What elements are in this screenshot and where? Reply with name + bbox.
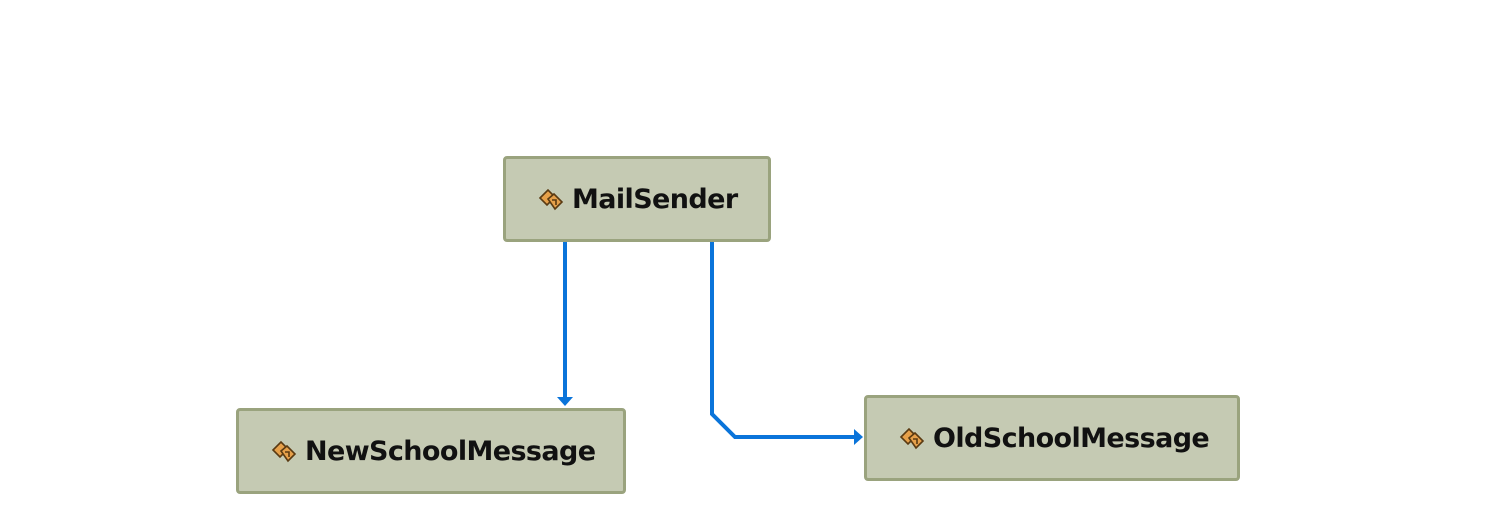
class-icon [899, 425, 925, 451]
arrowhead-icon [854, 429, 863, 445]
edge-mailsender-newschool[interactable] [557, 242, 573, 406]
class-node-mailsender[interactable]: MailSender [503, 156, 771, 242]
class-name: NewSchoolMessage [305, 435, 596, 467]
class-name: MailSender [572, 183, 738, 215]
class-name: OldSchoolMessage [933, 422, 1210, 454]
class-node-newschoolmessage[interactable]: NewSchoolMessage [236, 408, 626, 494]
arrowhead-icon [557, 397, 573, 406]
edge-line [710, 242, 855, 439]
class-icon [538, 186, 564, 212]
edge-mailsender-oldschool[interactable] [710, 242, 863, 445]
class-icon [271, 438, 297, 464]
class-node-oldschoolmessage[interactable]: OldSchoolMessage [864, 395, 1240, 481]
